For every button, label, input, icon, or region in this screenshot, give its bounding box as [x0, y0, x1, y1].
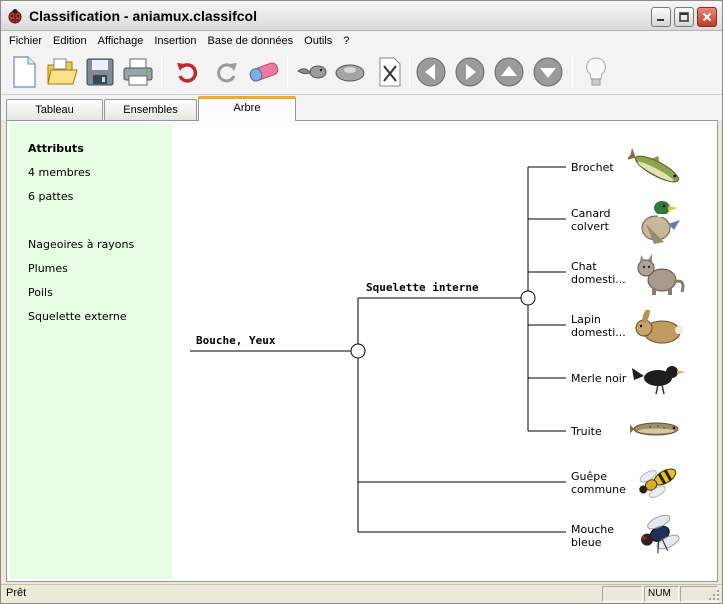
- wasp-icon[interactable]: [632, 460, 684, 502]
- attribute-item[interactable]: Poils: [28, 286, 53, 299]
- print-icon[interactable]: [121, 55, 155, 89]
- cat-icon[interactable]: [634, 252, 686, 296]
- attribute-item[interactable]: 4 membres: [28, 166, 91, 179]
- attributes-heading: Attributs: [28, 142, 84, 155]
- toolbar-separator: [572, 56, 573, 88]
- tab-arbre[interactable]: Arbre: [198, 96, 296, 121]
- tadpole-icon[interactable]: [295, 55, 329, 89]
- resize-grip-icon[interactable]: [708, 589, 720, 601]
- tree-node-inner[interactable]: [520, 290, 536, 306]
- maximize-button[interactable]: [674, 7, 694, 27]
- tree-lines: [190, 166, 566, 533]
- window-title: Classification - aniamux.classifcol: [29, 8, 257, 24]
- menu-edition[interactable]: Edition: [53, 34, 87, 47]
- menu-help[interactable]: ?: [343, 34, 350, 47]
- leaf-label-canard[interactable]: Canard colvert: [571, 207, 611, 233]
- delete-x-icon[interactable]: [373, 55, 407, 89]
- arrow-up-icon[interactable]: [492, 55, 526, 89]
- tab-ensembles[interactable]: Ensembles: [104, 99, 197, 120]
- attribute-item[interactable]: Squelette externe: [28, 310, 127, 323]
- leaf-label-chat[interactable]: Chat domesti...: [571, 260, 626, 286]
- menu-outils[interactable]: Outils: [304, 34, 333, 47]
- pike-fish-icon[interactable]: [628, 148, 686, 190]
- pebble-icon[interactable]: [333, 55, 367, 89]
- tab-content-panel: Attributs 4 membres 6 pattes Nageoires à…: [6, 120, 718, 582]
- redo-icon[interactable]: [209, 55, 243, 89]
- menu-affichage[interactable]: Affichage: [97, 34, 144, 47]
- toolbar-separator: [161, 56, 162, 88]
- menu-bar: Fichier Edition Affichage Insertion Base…: [1, 31, 722, 50]
- tab-bar: Tableau Ensembles Arbre: [1, 95, 722, 121]
- minimize-button[interactable]: [651, 7, 671, 27]
- inner-node-label: Squelette interne: [366, 281, 479, 294]
- menu-base-de-donnees[interactable]: Base de données: [207, 34, 294, 47]
- blackbird-icon[interactable]: [632, 360, 688, 396]
- toolbar-separator: [287, 56, 288, 88]
- attribute-item[interactable]: Plumes: [28, 262, 68, 275]
- status-text: Prêt: [6, 587, 27, 599]
- rabbit-icon[interactable]: [632, 310, 688, 346]
- leaf-label-mouche[interactable]: Mouche bleue: [571, 523, 614, 549]
- classification-tree: Bouche, Yeux Squelette interne Brochet C…: [172, 124, 714, 579]
- lightbulb-icon[interactable]: [579, 55, 613, 89]
- attribute-item[interactable]: Nageoires à rayons: [28, 238, 135, 251]
- num-lock-indicator: NUM: [644, 586, 679, 602]
- title-bar[interactable]: Classification - aniamux.classifcol: [1, 1, 722, 31]
- leaf-label-truite[interactable]: Truite: [571, 425, 602, 438]
- arrow-down-icon[interactable]: [531, 55, 565, 89]
- fly-icon[interactable]: [630, 512, 684, 558]
- tab-tableau[interactable]: Tableau: [6, 99, 103, 120]
- eraser-icon[interactable]: [247, 55, 281, 89]
- toolbar-separator: [409, 56, 410, 88]
- ladybug-icon: [7, 8, 23, 24]
- mallard-duck-icon[interactable]: [634, 194, 684, 248]
- toolbar: [1, 50, 722, 95]
- arrow-left-icon[interactable]: [414, 55, 448, 89]
- leaf-label-lapin[interactable]: Lapin domesti...: [571, 313, 626, 339]
- menu-insertion[interactable]: Insertion: [154, 34, 197, 47]
- menu-fichier[interactable]: Fichier: [9, 34, 43, 47]
- status-pane: [602, 586, 643, 602]
- trout-icon[interactable]: [630, 418, 686, 440]
- status-bar: Prêt NUM: [1, 584, 722, 603]
- undo-icon[interactable]: [171, 55, 205, 89]
- arrow-right-icon[interactable]: [453, 55, 487, 89]
- attribute-item[interactable]: 6 pattes: [28, 190, 74, 203]
- open-folder-icon[interactable]: [45, 55, 79, 89]
- leaf-label-brochet[interactable]: Brochet: [571, 161, 614, 174]
- leaf-label-guepe[interactable]: Guêpe commune: [571, 470, 626, 496]
- attributes-panel: Attributs 4 membres 6 pattes Nageoires à…: [10, 124, 172, 579]
- tree-view: Attributs 4 membres 6 pattes Nageoires à…: [10, 124, 714, 579]
- leaf-label-merle[interactable]: Merle noir: [571, 372, 627, 385]
- tree-node-root[interactable]: [350, 343, 366, 359]
- new-document-icon[interactable]: [7, 55, 41, 89]
- root-node-label: Bouche, Yeux: [196, 334, 276, 347]
- close-button[interactable]: [697, 7, 717, 27]
- save-disk-icon[interactable]: [83, 55, 117, 89]
